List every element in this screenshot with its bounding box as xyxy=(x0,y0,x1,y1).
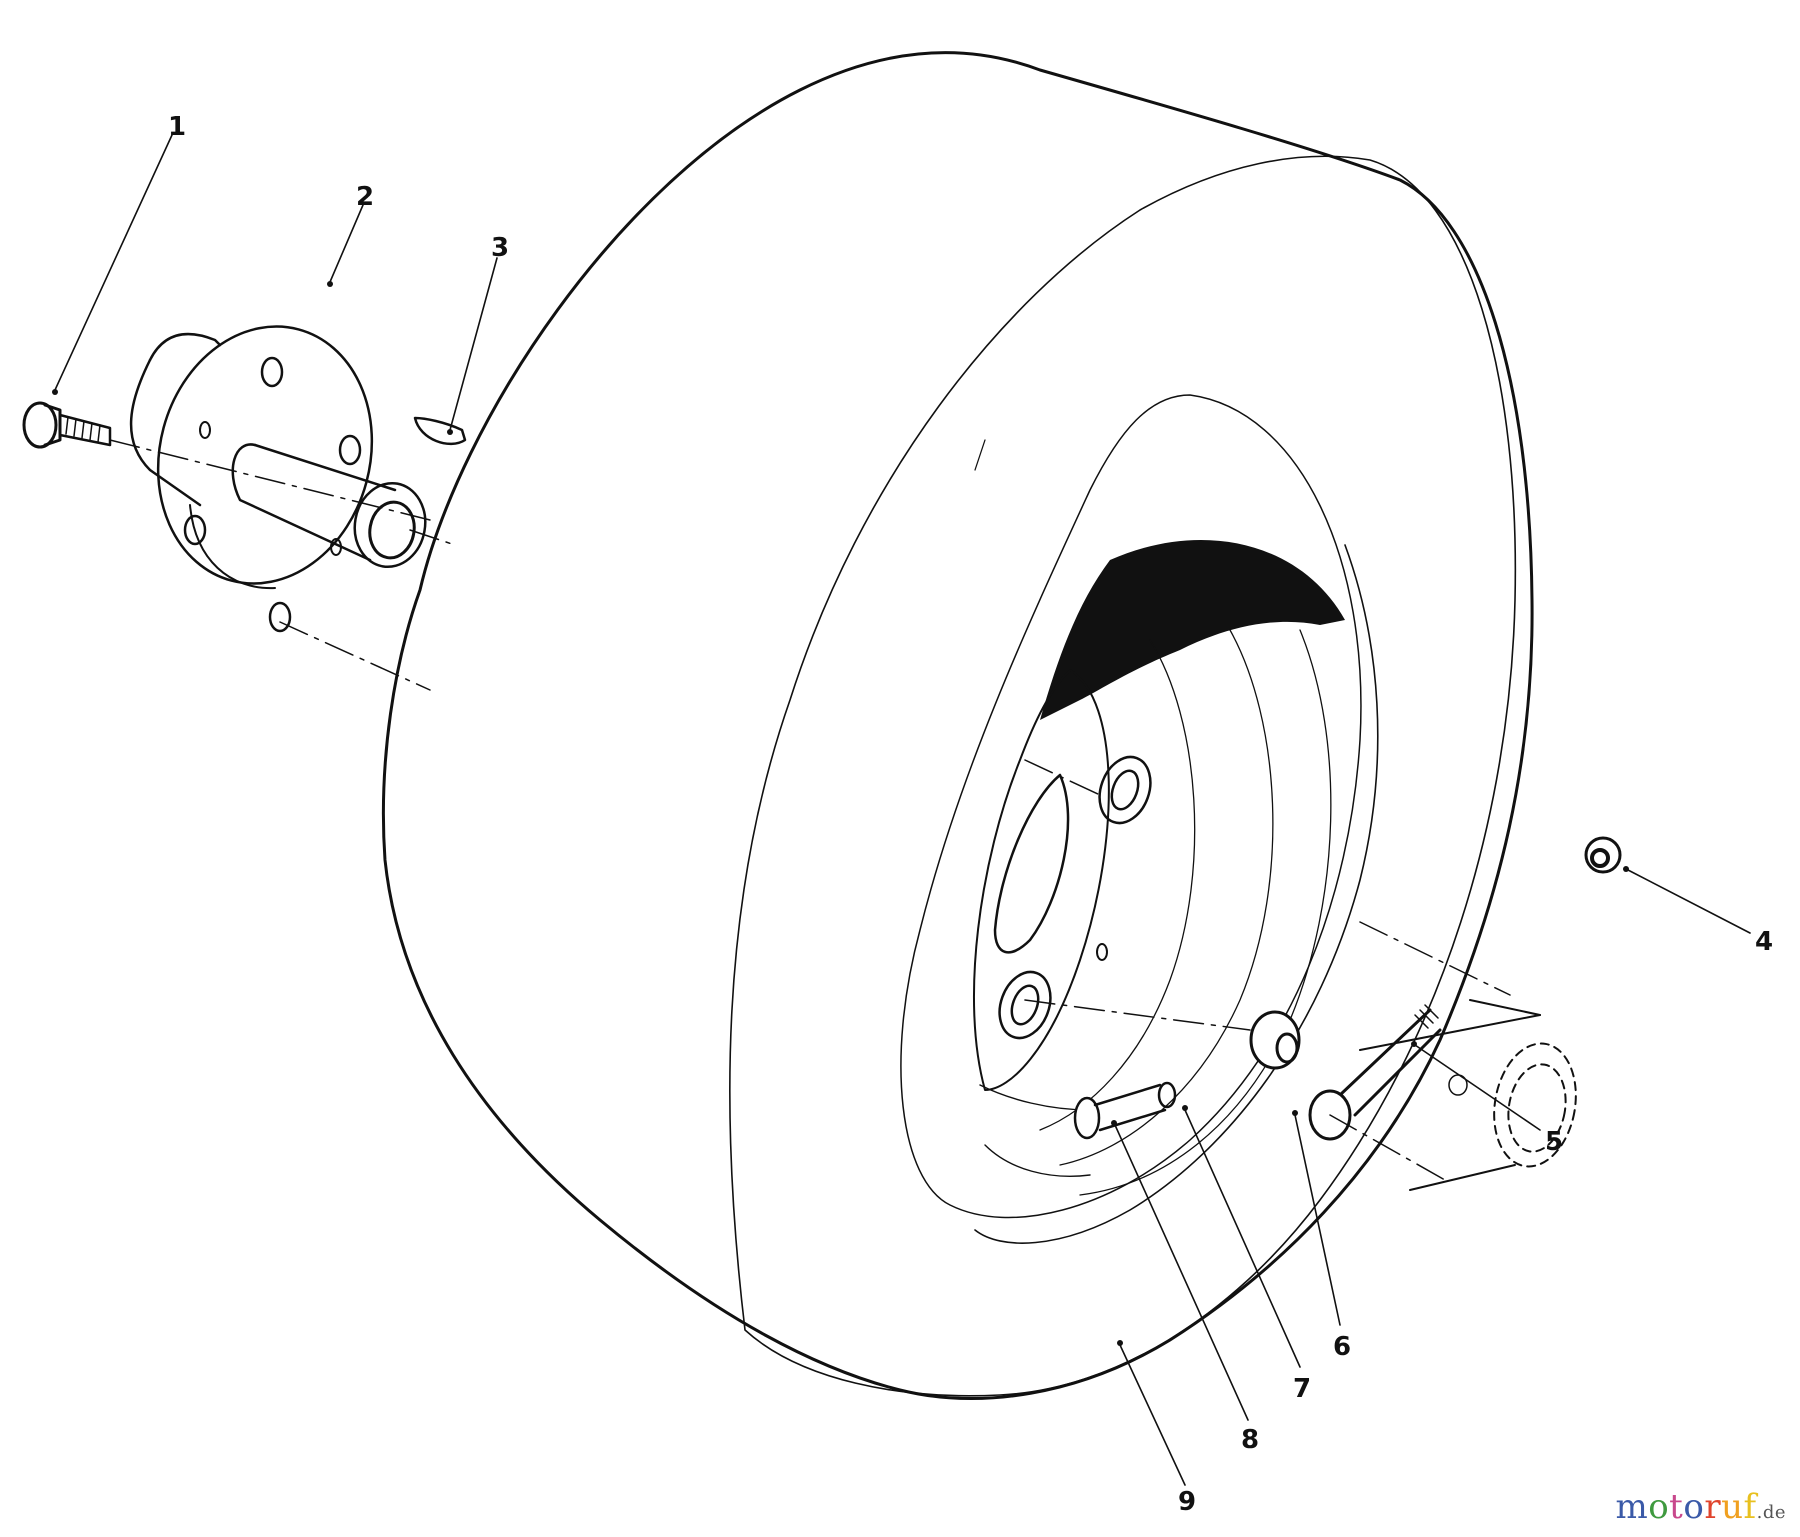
watermark-letter: f xyxy=(1743,1487,1757,1527)
watermark-letter: u xyxy=(1721,1487,1744,1527)
callout-7: 7 xyxy=(1293,1374,1311,1404)
watermark-letter: o xyxy=(1648,1487,1670,1527)
callout-3: 3 xyxy=(491,233,509,263)
callout-1: 1 xyxy=(168,112,186,142)
callout-labels: 1 2 3 4 5 6 7 8 9 xyxy=(168,112,1773,1517)
callout-6: 6 xyxy=(1333,1332,1351,1362)
woodruff-key xyxy=(413,416,467,446)
callout-5: 5 xyxy=(1545,1127,1563,1157)
valve-stem xyxy=(1073,1081,1177,1140)
callout-9: 9 xyxy=(1178,1487,1196,1517)
watermark-suffix: .de xyxy=(1756,1502,1786,1523)
motoruf-watermark: motoruf.de xyxy=(1615,1487,1786,1527)
leader-dots xyxy=(52,281,1629,1346)
callout-4: 4 xyxy=(1755,927,1773,957)
wheel-stud xyxy=(22,401,112,449)
watermark-letter: r xyxy=(1704,1487,1722,1527)
lock-nut xyxy=(1584,836,1622,874)
tire xyxy=(381,51,1534,1400)
lug-nut xyxy=(1249,1010,1301,1070)
watermark-letter: o xyxy=(1683,1487,1705,1527)
spacer-tube xyxy=(1359,999,1577,1191)
callout-2: 2 xyxy=(356,182,374,212)
wheel-hub xyxy=(129,325,427,633)
wheel-rim xyxy=(900,394,1379,1244)
watermark-letter: t xyxy=(1669,1487,1684,1527)
watermark-letter: m xyxy=(1615,1487,1649,1527)
alignment-lines xyxy=(109,439,1511,1181)
hex-bolt xyxy=(1308,1004,1468,1141)
callout-8: 8 xyxy=(1241,1425,1259,1455)
leader-lines xyxy=(54,134,1751,1486)
